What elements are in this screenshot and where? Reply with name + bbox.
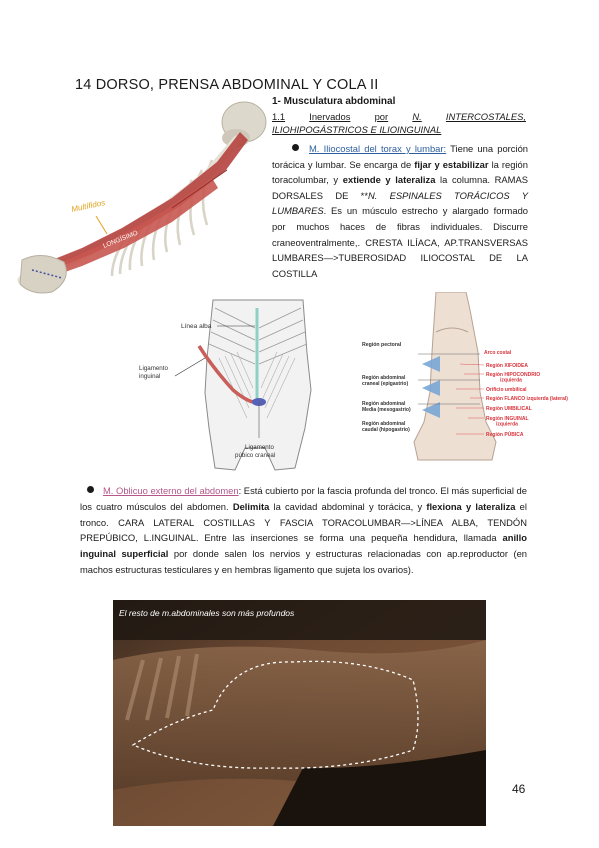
espinoso-muscle [42,132,248,270]
region-arco-label: Arco costal [484,350,512,356]
region-pectoral-label: Región pectoral [362,342,402,348]
muscle-outline-dashed [131,660,419,769]
inguinal-ligament-line [197,345,254,404]
page-number: 46 [512,782,526,796]
page-title: 14 DORSO, PRENSA ABDOMINAL Y COLA II [75,77,379,93]
subsection-heading: 1.1 Inervados por N. INTERCOSTALES, ILIO… [272,111,526,135]
region-umbilical-label: Región UMBILICAL [486,406,532,412]
oblicuo-externo-paragraph: M. Oblicuo externo del abdomen: Está cub… [80,485,528,575]
region-flanco-label: Región FLANCO izquierda (lateral) [486,396,568,402]
region-xifoidea-label: Región XIFOIDEA [486,363,528,369]
oblicuo-externo-link[interactable]: M. Oblicuo externo del abdomen [103,485,239,496]
iliocostal-link[interactable]: M. Iliocostal del torax y lumbar: [309,143,447,154]
region-pubica-label: Región PÚBICA [486,431,524,438]
linea-alba-label: Línea alba [181,323,212,330]
longissimo-muscle [42,178,218,278]
iliocostal-paragraph: M. Iliocostal del torax y lumbar: Tiene … [272,143,529,279]
multifidus-label: Multífidos [71,198,106,214]
dog-torso-shape [413,292,497,461]
bullet-icon [292,144,299,151]
section-heading: 1- Musculatura abdominal [272,96,396,107]
dissection-photo: El resto de m.abdominales son más profun… [113,600,486,826]
spine-muscle-figure: ESPINOSO LONGÍSIMO Multífidos [17,101,267,294]
region-orificio-label: Orificio umbilical [486,387,527,393]
bullet-icon [87,486,94,493]
pelvis-shape [19,255,67,294]
photo-caption: El resto de m.abdominales son más profun… [119,608,295,618]
